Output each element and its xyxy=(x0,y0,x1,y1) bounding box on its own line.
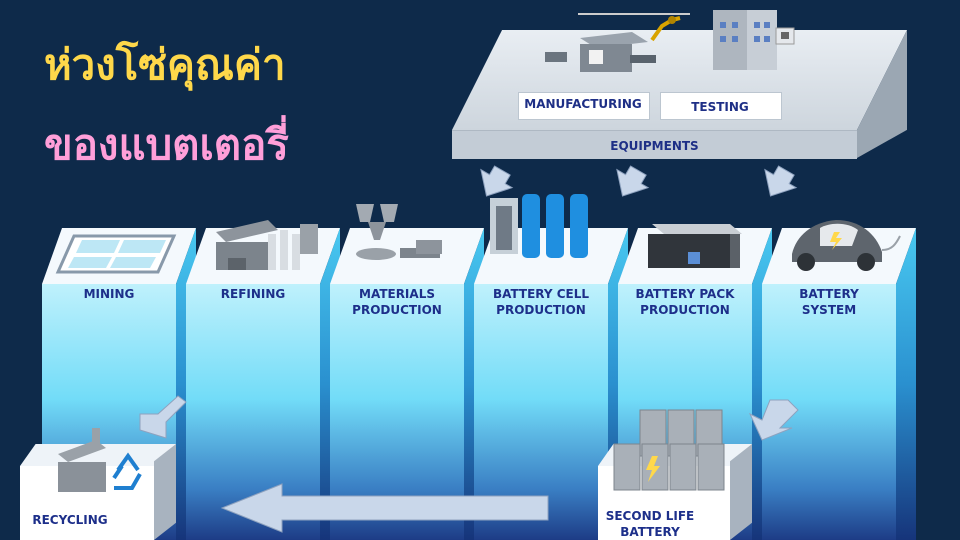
stage-label: MINING xyxy=(83,287,135,301)
manufacturing-label: MANUFACTURING xyxy=(524,97,642,111)
title-line-2: ของแบตเตอรี่ xyxy=(44,120,289,169)
stage-label: BATTERY PACK PRODUCTION xyxy=(635,287,735,318)
stage-refining: REFINING xyxy=(186,228,340,540)
second-life-label: SECOND LIFE BATTERY xyxy=(605,509,695,540)
down-arrow-icon xyxy=(764,165,798,197)
manufacturing-tile xyxy=(518,92,650,120)
testing-tile xyxy=(660,92,782,120)
stage-label: MATERIALS PRODUCTION xyxy=(352,287,442,318)
title-line-1: ห่วงโซ่คุณค่า xyxy=(44,40,286,89)
stage-battery-system: BATTERY SYSTEM xyxy=(762,228,916,540)
down-arrow-icon xyxy=(616,165,650,197)
testing-label: TESTING xyxy=(691,100,749,114)
stage-materials-production: MATERIALS PRODUCTION xyxy=(330,228,484,540)
stage-label: BATTERY SYSTEM xyxy=(799,287,859,318)
stage-label: BATTERY CELL PRODUCTION xyxy=(492,287,590,318)
equipments-label: EQUIPMENTS xyxy=(610,139,699,153)
down-arrow-icon xyxy=(480,165,514,197)
stage-label: REFINING xyxy=(220,287,286,301)
second-life-box: SECOND LIFE BATTERY xyxy=(598,444,752,540)
recycling-label: RECYCLING xyxy=(32,513,108,527)
recycling-box: RECYCLING xyxy=(20,444,176,540)
